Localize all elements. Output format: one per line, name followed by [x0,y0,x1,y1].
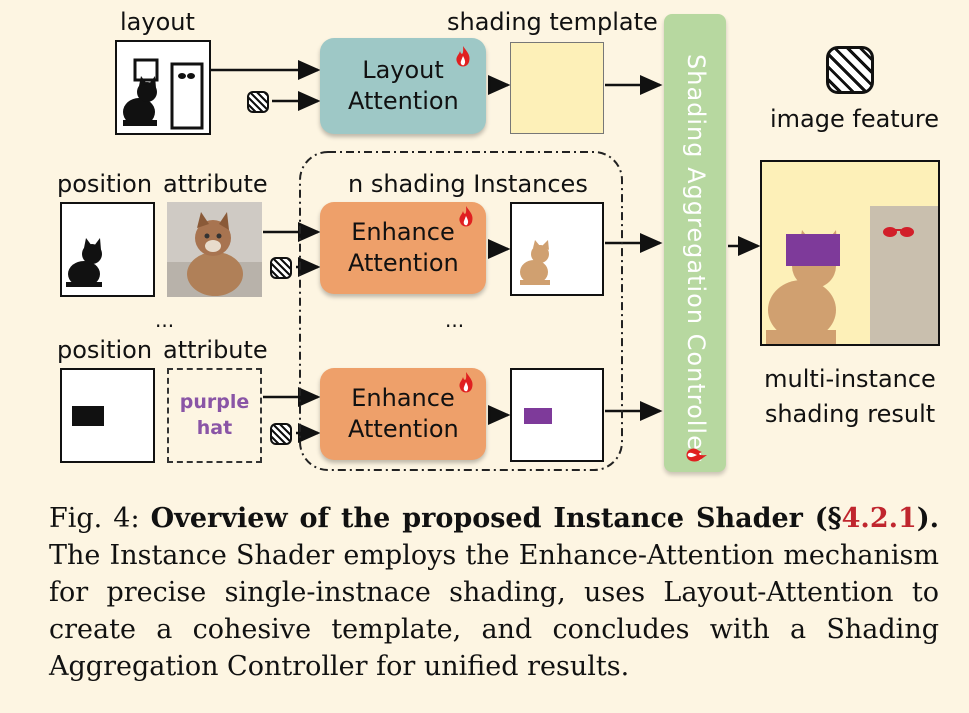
picture-frame-icon [133,58,159,82]
enhance-attention-label: Enhance Attention [348,383,459,443]
enhance-attention-module-2: Enhance Attention [320,368,486,460]
layout-attention-module: Layout Attention [320,38,486,134]
shading-template-box [510,42,604,134]
position-label-2: position [57,336,153,364]
n-instances-group [299,151,623,471]
sunglasses-icon [883,227,914,237]
attribute-label-2: attribute [163,336,268,364]
caption-title: Overview of the proposed Instance Shader… [150,503,842,534]
door-icon [870,206,938,344]
image-feature-icon [247,91,269,113]
position-label: position [57,170,153,198]
result-scene [766,206,938,344]
ellipsis-center: ... [445,308,465,332]
result-label: multi-instance shading result [764,365,936,428]
shading-template-label: shading template [447,8,658,36]
shading-aggregation-controller: Shading Aggregation Controller [664,14,726,472]
instance-output-1 [510,202,604,296]
connector-layer [210,60,761,471]
caption-body: The Instance Shader employs the Enhance-… [49,540,939,682]
controller-label: Shading Aggregation Controller [682,54,710,462]
flame-icon [456,46,470,67]
layout-sketch [123,58,204,130]
cat-silhouette-icon [123,76,157,126]
door-icon [170,62,204,130]
attribute-text-box: purple hat [167,368,262,463]
caption-prefix: Fig. 4: [49,503,151,534]
position-box-1 [60,202,155,297]
position-box-2 [60,368,155,463]
image-feature-label: image feature [770,105,940,133]
hat-position-mark [72,406,104,426]
enhance-attention-label: Enhance Attention [348,217,459,277]
flame-icon [686,448,707,462]
cat-shading-icon [520,240,550,285]
purple-hat-text: purple hat [179,390,250,439]
cat-silhouette-icon [66,238,102,287]
layout-attention-label: Layout Attention [348,55,459,115]
image-feature-legend-icon [826,46,874,94]
layout-label: layout [120,8,195,36]
figure-caption: Fig. 4: Overview of the proposed Instanc… [49,500,939,685]
layout-box [115,40,211,135]
image-feature-icon [270,257,292,279]
caption-section-ref[interactable]: 4.2.1 [841,503,917,534]
flame-icon [459,206,473,227]
hat-shading-mark [524,408,552,424]
n-instances-label: n shading Instances [348,170,588,198]
flame-icon [459,372,473,393]
multi-instance-result-box [760,160,940,346]
enhance-attention-module-1: Enhance Attention [320,202,486,294]
ellipsis-left: ... [155,308,175,332]
attribute-label: attribute [163,170,268,198]
cat-photo-icon [167,202,262,297]
image-feature-icon [270,423,292,445]
sunglasses-icon [178,73,195,79]
caption-title-end: ). [916,503,939,534]
instance-output-2 [510,368,604,462]
purple-hat-icon [786,234,840,266]
